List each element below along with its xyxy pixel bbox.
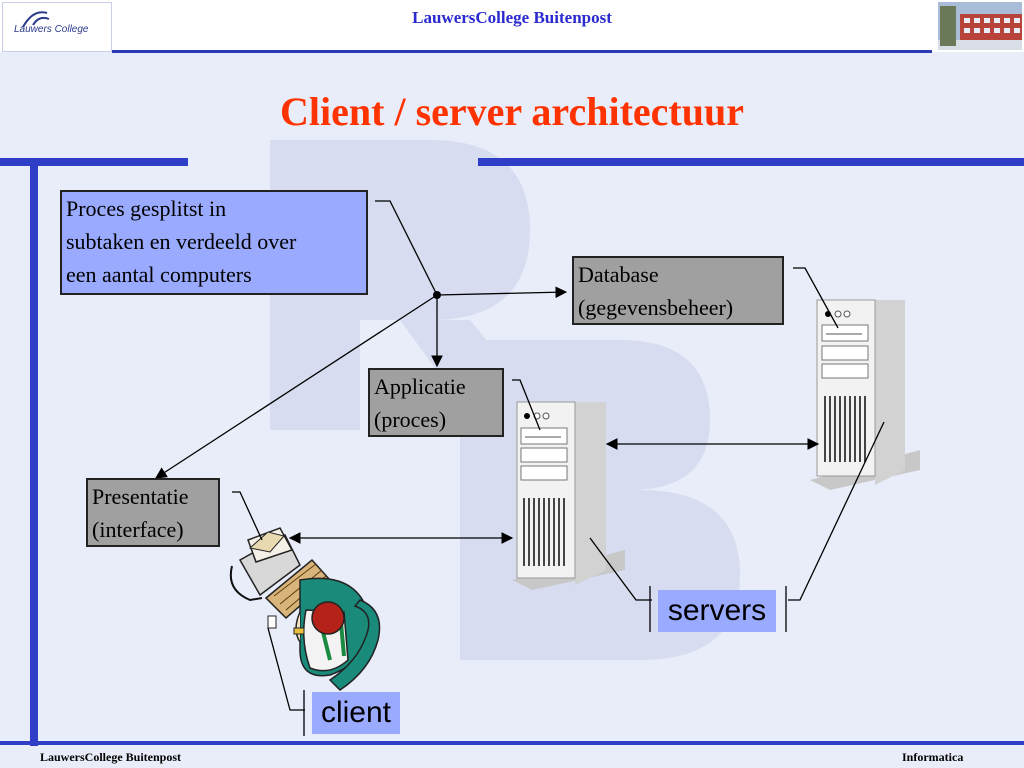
footer-school-name: LauwersCollege Buitenpost: [40, 750, 181, 764]
database-server-icon: [810, 299, 920, 490]
logo-swoosh-icon: [22, 11, 50, 28]
proces-line-3: een aantal computers: [66, 262, 252, 287]
logo-text: Lauwers College: [14, 24, 89, 35]
footer-divider: [0, 741, 1024, 745]
applicatie-line-1: Applicatie: [374, 374, 466, 399]
slide-title: Client / server architectuur: [280, 89, 744, 134]
database-box: Database (gegevensbeheer): [572, 256, 784, 325]
applicatie-box: Applicatie (proces): [368, 368, 504, 437]
servers-label: servers: [658, 590, 776, 632]
school-building-photo: [938, 2, 1022, 50]
proces-line-1: Proces gesplitst in: [66, 196, 227, 221]
connector-lines: [155, 200, 885, 736]
building-icon: [938, 2, 1022, 50]
accent-bar-vertical: [30, 158, 38, 746]
junction-dot: [433, 291, 441, 299]
database-line-2: (gegevensbeheer): [578, 295, 734, 320]
school-logo: [2, 2, 112, 52]
footer-subject: Informatica: [902, 750, 964, 764]
header-divider: [112, 50, 932, 53]
proces-box: Proces gesplitst in subtaken en verdeeld…: [60, 190, 368, 295]
header-title: LauwersCollege Buitenpost: [412, 8, 612, 27]
presentatie-line-2: (interface): [92, 517, 184, 542]
accent-bar-left: [0, 158, 188, 166]
application-server-icon: [512, 401, 625, 590]
presentatie-line-1: Presentatie: [92, 484, 189, 509]
proces-line-2: subtaken en verdeeld over: [66, 229, 297, 254]
client-user-icon: [229, 527, 381, 691]
applicatie-line-2: (proces): [374, 407, 447, 432]
accent-bar-right: [478, 158, 1024, 166]
database-line-1: Database: [578, 262, 659, 287]
client-label: client: [312, 692, 400, 734]
header-band: [0, 0, 1024, 52]
presentatie-box: Presentatie (interface): [86, 478, 220, 547]
